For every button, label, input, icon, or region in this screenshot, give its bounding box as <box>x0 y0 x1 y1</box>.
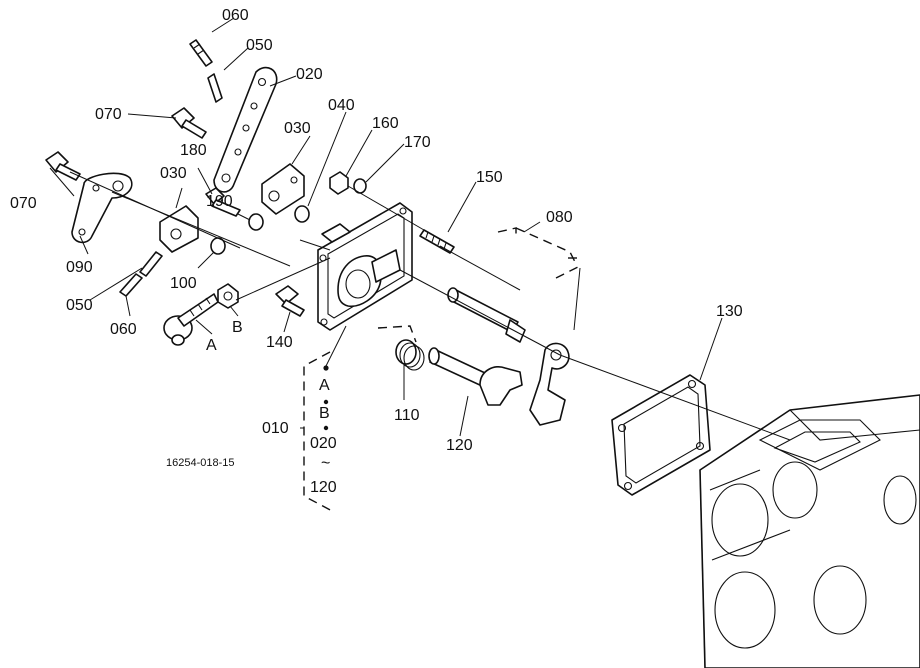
bracket-010 <box>300 351 335 513</box>
pin-050-bottom <box>139 251 163 277</box>
lever-shaft-120 <box>428 347 523 406</box>
label-150: 150 <box>476 169 503 186</box>
label-140: 140 <box>266 334 293 351</box>
label-060-bottom: 060 <box>110 321 137 338</box>
cover-plate-010 <box>317 202 413 331</box>
label-020: 020 <box>296 66 323 83</box>
pin-060-top <box>189 39 213 67</box>
stud-A <box>163 293 219 346</box>
nut-160 <box>329 171 349 195</box>
label-110: 110 <box>394 407 420 424</box>
label-A: A <box>206 337 217 354</box>
label-160: 160 <box>372 115 399 132</box>
lever-plate-020 <box>213 66 278 193</box>
bolt-140 <box>275 285 305 317</box>
label-030-left: 030 <box>160 165 187 182</box>
label-080: 080 <box>546 209 573 226</box>
group-bullet-a <box>323 365 329 371</box>
label-190: 190 <box>206 193 233 210</box>
label-leaders <box>49 17 723 437</box>
group-label-020: 020 <box>310 435 337 452</box>
block-030-left <box>159 205 199 253</box>
link-plate-090 <box>71 172 133 244</box>
bracket-080 <box>497 227 581 331</box>
assembly-axis-lines <box>69 171 791 441</box>
label-050-top: 050 <box>246 37 273 54</box>
figure-code: 16254-018-15 <box>166 457 235 469</box>
block-030-right <box>261 163 305 215</box>
label-B: B <box>232 319 243 336</box>
label-040: 040 <box>328 97 355 114</box>
group-label-tilde: ~ <box>321 455 330 472</box>
group-label-B: B <box>319 405 330 422</box>
label-100: 100 <box>170 275 197 292</box>
label-170: 170 <box>404 134 431 151</box>
label-070-top: 070 <box>95 106 122 123</box>
bolt-070-top <box>171 107 207 139</box>
pin-060-bottom <box>119 273 143 297</box>
group-bullet-b2 <box>323 425 329 431</box>
label-030-right: 030 <box>284 120 311 137</box>
label-090: 090 <box>66 259 93 276</box>
pin-080 <box>447 287 526 343</box>
group-label-120: 120 <box>310 479 337 496</box>
label-130: 130 <box>716 303 743 320</box>
label-010: 010 <box>262 420 289 437</box>
stud-150 <box>419 229 455 254</box>
label-120: 120 <box>446 437 473 454</box>
label-070-left: 070 <box>10 195 37 212</box>
washer-190 <box>248 213 264 231</box>
spring-110 <box>395 339 425 371</box>
bracket-110 <box>377 325 417 343</box>
pin-050-top <box>207 73 223 103</box>
engine-block <box>699 394 920 668</box>
nut-B <box>217 283 239 309</box>
label-060-top: 060 <box>222 7 249 24</box>
o-ring-040 <box>294 205 310 223</box>
label-050-bottom: 050 <box>66 297 93 314</box>
gasket-130 <box>611 374 711 496</box>
group-bullet-b1 <box>323 399 329 405</box>
label-180: 180 <box>180 142 207 159</box>
bolt-070-left <box>45 151 81 181</box>
group-label-A: A <box>319 377 330 394</box>
